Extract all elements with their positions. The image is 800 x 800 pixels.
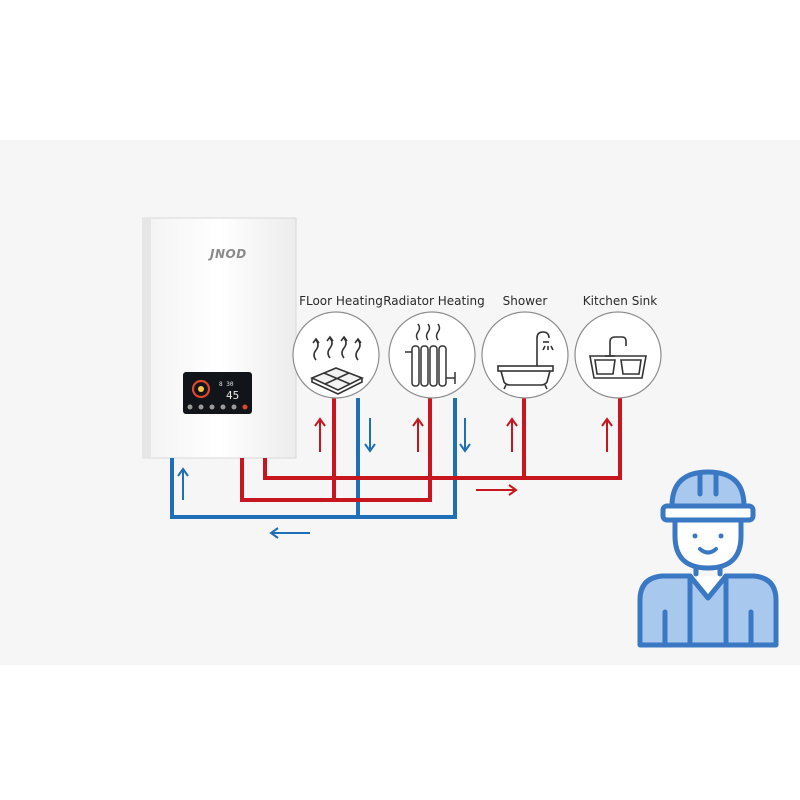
flow-arrows — [177, 417, 613, 539]
arrow-down-icon — [364, 418, 376, 453]
bathtub-shower-icon — [497, 331, 554, 390]
floor-heating-icon — [310, 335, 364, 395]
outlet-floor-heating: FLoor Heating — [292, 294, 383, 399]
radiator-icon — [405, 323, 456, 387]
outlet-shower: Shower — [481, 294, 569, 399]
control-panel: 8 30 45 — [183, 372, 252, 414]
outlet-radiator-heating: Radiator Heating — [383, 294, 485, 399]
outlet-label: Kitchen Sink — [583, 294, 657, 308]
display-time: 8 30 — [219, 381, 234, 388]
pipe-network — [170, 398, 622, 519]
hot-supply-pipe-taps — [263, 398, 622, 480]
settings-button[interactable] — [231, 404, 237, 410]
display-temperature: 45 — [226, 389, 239, 402]
brand-logo: JNOD — [208, 247, 247, 261]
outlet-kitchen-sink: Kitchen Sink — [574, 294, 662, 399]
plumber-worker-icon — [637, 469, 779, 648]
outlet-label: Radiator Heating — [383, 294, 485, 308]
kitchen-sink-icon — [589, 336, 647, 379]
down-button[interactable] — [209, 404, 215, 410]
arrow-up-icon — [412, 417, 424, 452]
outlet-label: FLoor Heating — [299, 294, 383, 308]
arrow-up-icon — [177, 467, 189, 500]
outlet-label: Shower — [503, 294, 548, 308]
water-heater-unit: JNOD 8 30 45 — [142, 217, 297, 459]
arrow-right-icon — [476, 484, 518, 496]
cold-return-pipe — [170, 398, 457, 519]
arrow-down-icon — [459, 418, 471, 453]
control-buttons — [187, 404, 248, 410]
arrow-up-icon — [506, 417, 518, 452]
arrow-up-icon — [314, 417, 326, 452]
mode-button[interactable] — [198, 404, 204, 410]
arrow-left-icon — [269, 527, 310, 539]
power-button[interactable] — [187, 404, 193, 410]
up-button[interactable] — [220, 404, 226, 410]
lock-button[interactable] — [242, 404, 248, 410]
gauge-icon — [191, 379, 211, 399]
arrow-up-icon — [601, 417, 613, 452]
